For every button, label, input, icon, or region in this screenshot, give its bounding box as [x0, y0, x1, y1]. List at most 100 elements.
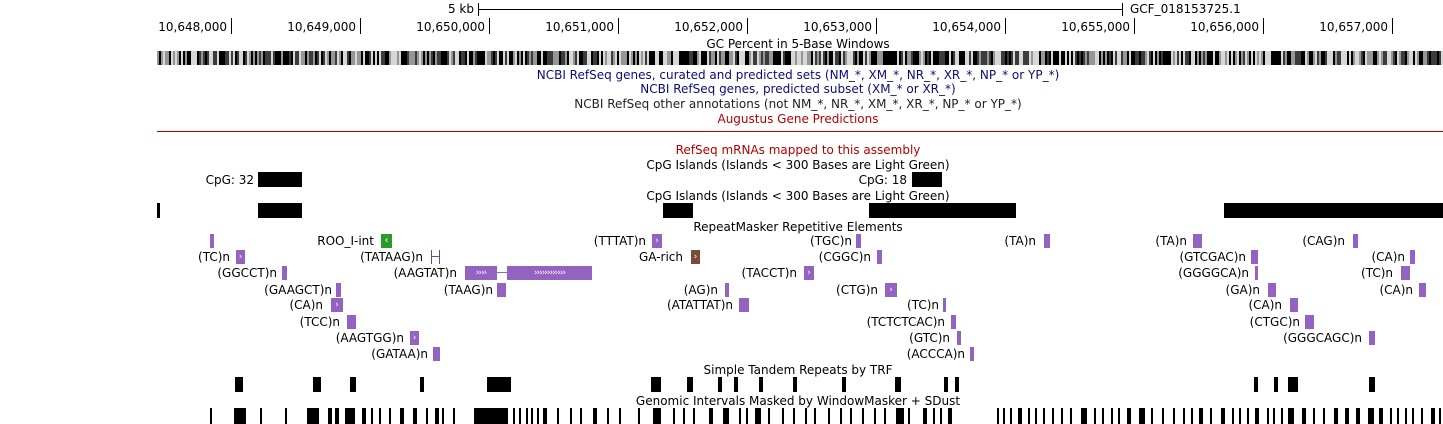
- gc-stripe: [245, 51, 247, 65]
- gc-stripe: [401, 51, 403, 65]
- windowmasker-interval: [1035, 408, 1037, 424]
- repeat-element[interactable]: ›: [652, 234, 662, 248]
- gc-stripe: [717, 51, 719, 65]
- repeat-element[interactable]: [951, 315, 956, 329]
- gc-stripe: [319, 51, 321, 65]
- repeat-element[interactable]: [725, 283, 729, 297]
- gc-stripe: [587, 51, 589, 65]
- gc-stripe: [1251, 51, 1253, 65]
- gc-stripe: [957, 51, 959, 65]
- windowmasker-interval: [1173, 408, 1175, 424]
- gc-stripe: [463, 51, 465, 65]
- gc-stripe: [233, 51, 235, 65]
- gc-stripe: [1421, 51, 1423, 65]
- gc-stripe: [313, 51, 315, 65]
- gc-stripe: [509, 51, 511, 65]
- repeat-element[interactable]: [1369, 331, 1375, 345]
- gc-stripe: [715, 51, 717, 65]
- repeat-element[interactable]: [1255, 266, 1258, 280]
- repeat-element[interactable]: ›: [804, 266, 814, 280]
- gc-stripe: [1331, 51, 1333, 65]
- gc-stripe: [941, 51, 943, 65]
- track-title-refseq-predicted[interactable]: NCBI RefSeq genes, predicted subset (XM_…: [640, 82, 956, 96]
- cpg-island[interactable]: [258, 172, 302, 187]
- gc-stripe: [1333, 51, 1335, 65]
- repeat-element[interactable]: [210, 234, 214, 248]
- repeat-element[interactable]: [1044, 234, 1050, 248]
- windowmasker-interval: [442, 408, 444, 424]
- repeat-element[interactable]: [497, 283, 506, 297]
- cpg-island[interactable]: [912, 172, 942, 187]
- windowmasker-interval: [1267, 408, 1269, 424]
- track-title-trf[interactable]: Simple Tandem Repeats by TRF: [703, 363, 893, 377]
- repeat-element[interactable]: [433, 347, 440, 361]
- track-title-cpg-islands[interactable]: CpG Islands (Islands < 300 Bases are Lig…: [646, 158, 950, 172]
- track-title-augustus[interactable]: Augustus Gene Predictions: [717, 112, 879, 126]
- ruler-position: 10,654,000: [932, 20, 1001, 34]
- gc-stripe: [1219, 51, 1221, 65]
- repeat-element[interactable]: [1290, 298, 1298, 312]
- gc-stripe: [285, 51, 287, 65]
- track-title-cpg-islands-2[interactable]: CpG Islands (Islands < 300 Bases are Lig…: [646, 189, 950, 203]
- repeat-element[interactable]: [1353, 234, 1358, 248]
- repeat-element[interactable]: [877, 250, 882, 264]
- repeat-element[interactable]: [1401, 266, 1410, 280]
- gc-stripe: [251, 51, 253, 65]
- track-title-repeatmasker[interactable]: RepeatMasker Repetitive Elements: [693, 220, 903, 234]
- gc-stripe: [389, 51, 391, 65]
- ga-rich-element[interactable]: ›: [691, 250, 700, 264]
- gc-stripe: [1255, 51, 1257, 65]
- repeat-element[interactable]: [739, 298, 749, 312]
- repeat-element[interactable]: [1251, 250, 1258, 264]
- repeat-element[interactable]: ››››››››››››: [507, 266, 592, 280]
- windowmasker-track[interactable]: [157, 408, 1443, 424]
- gc-stripe: [1021, 51, 1023, 65]
- repeat-label: (CA)n: [1371, 250, 1405, 264]
- roo-element[interactable]: ‹: [381, 234, 392, 248]
- repeat-element[interactable]: ››››: [465, 266, 497, 280]
- repeat-element[interactable]: [1410, 250, 1415, 264]
- repeat-element[interactable]: ›: [885, 283, 897, 297]
- gc-stripe: [471, 51, 473, 65]
- repeat-element[interactable]: ›: [331, 298, 343, 312]
- repeat-element[interactable]: [1193, 234, 1202, 248]
- gc-stripe: [1323, 51, 1325, 65]
- gc-stripe: [451, 51, 453, 65]
- repeat-element[interactable]: [856, 234, 861, 248]
- repeat-element[interactable]: [957, 331, 961, 345]
- cpg-island[interactable]: [663, 203, 693, 218]
- gc-stripe: [803, 51, 805, 65]
- cpg-island[interactable]: [157, 203, 160, 218]
- track-title-refseq-mrnas[interactable]: RefSeq mRNAs mapped to this assembly: [675, 143, 921, 157]
- track-title-refseq-curated[interactable]: NCBI RefSeq genes, curated and predicted…: [536, 68, 1060, 82]
- gc-stripe: [847, 51, 849, 65]
- gc-stripe: [1267, 51, 1269, 65]
- gc-stripe: [543, 51, 545, 65]
- repeat-element[interactable]: [336, 283, 341, 297]
- repeat-element[interactable]: [282, 266, 287, 280]
- cpg-island[interactable]: [1224, 203, 1443, 218]
- gc-stripe: [397, 51, 399, 65]
- repeat-element[interactable]: [347, 315, 356, 329]
- repeat-element[interactable]: [1419, 283, 1426, 297]
- trf-repeat-block: [944, 377, 948, 392]
- gc-percent-track[interactable]: [157, 51, 1443, 65]
- repeat-element[interactable]: ›: [410, 331, 419, 345]
- repeat-element[interactable]: [1268, 283, 1276, 297]
- augustus-prediction-line[interactable]: [157, 131, 1443, 132]
- repeat-element[interactable]: [1305, 315, 1314, 329]
- windowmasker-interval: [638, 408, 640, 424]
- repeat-element[interactable]: [943, 298, 946, 312]
- repeat-label: (CA)n: [1379, 283, 1413, 297]
- trf-track[interactable]: [157, 377, 1443, 392]
- windowmasker-interval: [531, 408, 533, 424]
- track-title-windowmasker[interactable]: Genomic Intervals Masked by WindowMasker…: [635, 394, 961, 408]
- repeat-element-marker[interactable]: [431, 250, 440, 264]
- repeat-element[interactable]: ›: [236, 250, 245, 264]
- track-title-refseq-other[interactable]: NCBI RefSeq other annotations (not NM_*,…: [574, 97, 1022, 111]
- gc-stripe: [699, 51, 701, 65]
- repeat-element[interactable]: [970, 347, 974, 361]
- cpg-island[interactable]: [869, 203, 1016, 218]
- cpg-island[interactable]: [258, 203, 302, 218]
